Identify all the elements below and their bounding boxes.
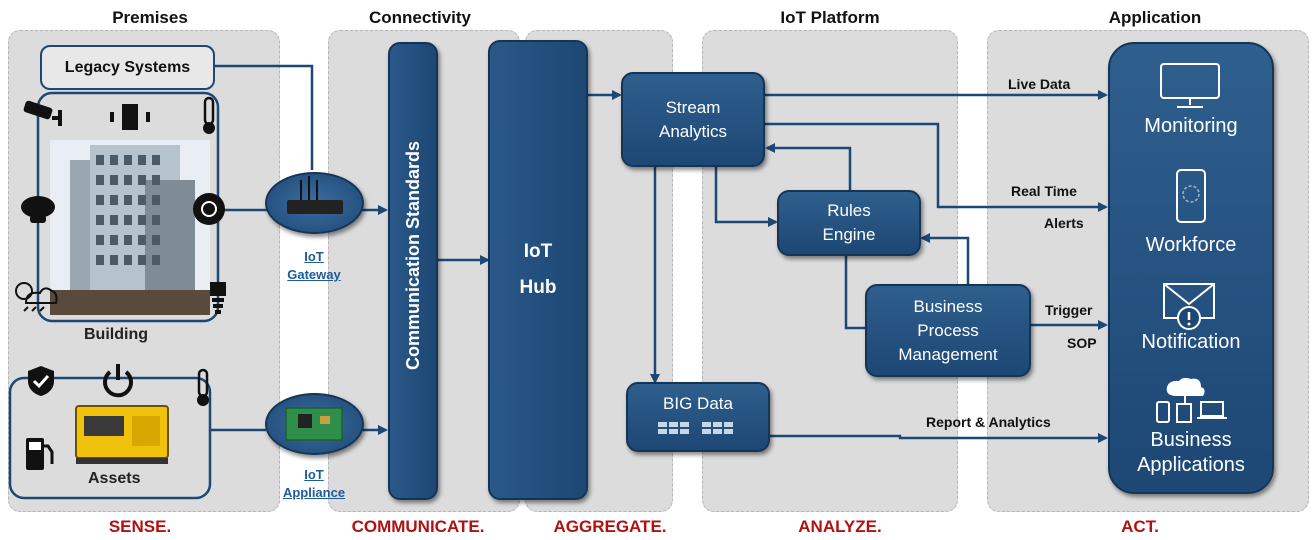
business-applications-line2: Applications	[1137, 454, 1245, 476]
monitoring-label: Monitoring	[1144, 115, 1238, 137]
legacy-systems-box: Legacy Systems	[40, 45, 215, 90]
stage-aggregate: AGGREGATE.	[553, 517, 667, 536]
iot-appliance-device	[265, 393, 364, 455]
stage-analyze: ANALYZE.	[798, 517, 882, 536]
smartphone-icon	[1176, 169, 1206, 223]
monitor-icon	[1160, 63, 1220, 108]
bpm-line3: Management	[898, 344, 998, 364]
notification-label: Notification	[1141, 331, 1241, 353]
assets-label: Assets	[88, 470, 141, 487]
rules-engine-line1: Rules	[827, 201, 871, 220]
bpm-line1: Business	[913, 296, 983, 316]
business-applications-label: Business Applications	[1106, 428, 1276, 478]
alerts-label: Alerts	[1044, 215, 1084, 231]
iot-appliance-line1: IoT	[304, 467, 324, 482]
legacy-systems-label: Legacy Systems	[64, 58, 191, 76]
iot-appliance-line2: Appliance	[282, 485, 346, 500]
building-image	[50, 140, 210, 315]
envelope-alert-icon	[1163, 283, 1215, 330]
iot-hub-bar: IoT Hub	[488, 40, 588, 500]
live-data-label: Live Data	[1008, 76, 1071, 92]
bpm-line2: Process	[917, 320, 979, 340]
rules-engine-box: Rules Engine	[777, 190, 921, 256]
smoke-detector-icon	[21, 196, 55, 223]
big-data-box: BIG Data	[626, 382, 770, 452]
business-applications-line1: Business	[1150, 429, 1232, 451]
application-heading: Application	[1108, 8, 1202, 27]
generator-image	[75, 405, 169, 464]
thermometer-icon	[203, 96, 215, 134]
stream-analytics-box: Stream Analytics	[621, 72, 765, 167]
communication-standards-bar	[388, 42, 438, 500]
thermometer-asset-icon	[197, 368, 209, 406]
data-grid-icon	[658, 422, 733, 434]
power-icon	[103, 364, 133, 398]
iot-appliance-link[interactable]: IoT Appliance	[262, 466, 366, 502]
trigger-label: Trigger	[1045, 302, 1093, 318]
iot-platform-heading: IoT Platform	[780, 8, 880, 27]
communication-standards-label: Communication Standards	[403, 140, 423, 370]
workforce-label: Workforce	[1145, 234, 1237, 256]
building-label: Building	[84, 326, 148, 343]
rules-engine-line2: Engine	[822, 225, 876, 244]
report-analytics-label: Report & Analytics	[926, 414, 1051, 430]
stage-sense: SENSE.	[108, 517, 172, 536]
stage-communicate: COMMUNICATE.	[351, 517, 485, 536]
iot-gateway-link[interactable]: IoT Gateway	[264, 248, 364, 284]
shield-check-icon	[28, 366, 54, 396]
router-icon	[287, 176, 343, 214]
iot-gateway-line1: IoT	[304, 249, 324, 264]
iot-hub-line1: IoT	[523, 241, 553, 262]
real-time-label: Real Time	[1011, 183, 1077, 199]
sprinkler-icon	[193, 193, 225, 225]
sop-label: SOP	[1067, 335, 1097, 351]
cloud-devices-icon	[1156, 377, 1227, 423]
security-camera-icon	[23, 100, 62, 126]
fuel-pump-icon	[26, 438, 54, 470]
stream-analytics-line2: Analytics	[658, 121, 728, 141]
iot-gateway-device	[265, 172, 364, 234]
circuit-board-icon	[285, 407, 343, 441]
connectivity-heading: Connectivity	[368, 8, 472, 27]
iot-hub-line2: Hub	[519, 277, 557, 298]
premises-heading: Premises	[112, 8, 188, 27]
iot-gateway-line2: Gateway	[287, 267, 341, 282]
stream-analytics-line1: Stream	[665, 97, 721, 117]
weather-icon	[15, 282, 58, 312]
door-sensor-icon	[110, 104, 150, 130]
big-data-label: BIG Data	[663, 394, 733, 413]
light-bulb-icon	[210, 282, 226, 314]
stage-act: ACT.	[1121, 517, 1159, 536]
business-process-management-box: Business Process Management	[865, 284, 1031, 377]
